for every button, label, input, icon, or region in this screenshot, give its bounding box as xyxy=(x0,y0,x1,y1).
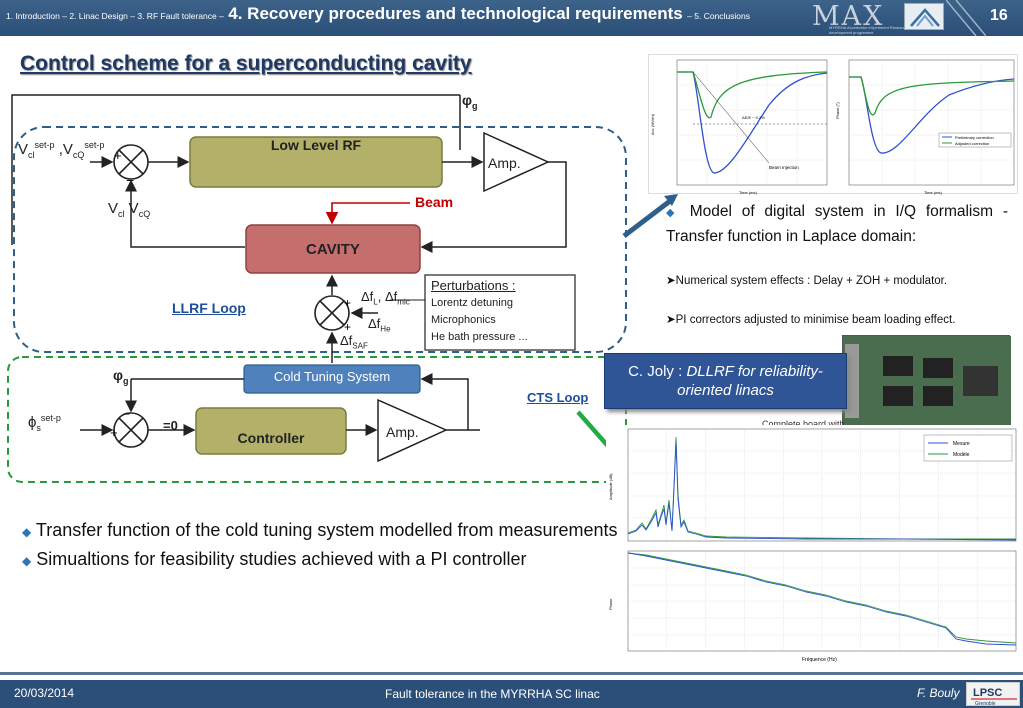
bode-xlabel: Fréquence (Hz) xyxy=(802,657,837,663)
legend-mesure: Mesure xyxy=(953,441,970,447)
slide-title: Control scheme for a superconducting cav… xyxy=(20,52,472,75)
delta-f-saf-label: ΔfSAF xyxy=(340,333,368,351)
phase-ylabel: Phase xyxy=(608,598,613,610)
phi-s-setpoint-label: ϕsset-p xyxy=(28,413,61,433)
phi-feedback-line xyxy=(11,94,460,245)
legend-preliminary: Preliminary correction xyxy=(955,135,994,140)
right-xlabel: Time (ms) xyxy=(924,190,943,195)
cavity-label: CAVITY xyxy=(306,241,360,258)
board-photo-svg xyxy=(843,336,1011,426)
sub-bullet-2: ➤PI correctors adjusted to minimise beam… xyxy=(666,314,956,326)
legend-modele: Modèle xyxy=(953,452,970,458)
sub-bullet-1: ➤Numerical system effects : Delay + ZOH … xyxy=(666,275,948,287)
left-ylabel: Acc (MV/m) xyxy=(650,113,655,135)
cavity-block[interactable] xyxy=(245,224,421,274)
left-xlabel: Time (ms) xyxy=(739,190,758,195)
diamond-bullet-icon: ◆ xyxy=(22,554,32,568)
footer-date: 20/03/2014 xyxy=(14,686,75,700)
model-bullet-text: Model of digital system in I/Q formalism… xyxy=(666,203,1008,245)
cts-loop-boundary xyxy=(7,356,627,483)
llrf-loop-label: LLRF Loop xyxy=(172,300,246,316)
svg-text:+: + xyxy=(114,148,122,163)
setpoint-label: Vclset-p ,VcQset-p xyxy=(18,140,105,160)
svg-text:+: + xyxy=(110,425,118,440)
header-bar: 1. Introduction – 2. Linac Design – 3. R… xyxy=(0,0,1023,36)
callout-author: C. Joly : xyxy=(628,363,687,380)
bode-legend xyxy=(923,434,1013,462)
legend-adjusted: Adjusted correction xyxy=(955,141,989,146)
lpsc-logo-icon: LPSC Grenoble xyxy=(971,687,1017,707)
amplifier-llrf xyxy=(483,131,550,193)
phi-g-label-top: φg xyxy=(462,92,478,111)
model-description: ◆ Model of digital system in I/Q formali… xyxy=(666,200,1008,248)
institute-logo-icon xyxy=(907,6,943,29)
cts-loop-label: CTS Loop xyxy=(527,390,589,405)
institute-logo xyxy=(904,3,944,30)
phi-g-label-bottom: φg xyxy=(113,367,129,386)
cavity-transient-plots-svg: ΔE/E ~ 0.2% Beam Injection Acc (MV/m) Ti… xyxy=(650,59,1015,195)
controller-label: Controller xyxy=(237,430,305,446)
arrow-bullet-icon: ➤ xyxy=(666,275,676,287)
nav-suffix[interactable]: – 5. Conclusions xyxy=(687,11,751,21)
diamond-bullet-icon: ◆ xyxy=(22,525,32,539)
bottom-bullet-2: ◆ Simualtions for feasibility studies ac… xyxy=(22,549,527,569)
footer-author: F. Bouly xyxy=(917,686,960,700)
amp-label-cts: Amp. xyxy=(386,424,419,440)
footer-bar: 20/03/2014 Fault tolerance in the MYRRHA… xyxy=(0,680,1023,708)
lpsc-logo: LPSC Grenoble xyxy=(966,682,1020,707)
svg-text:+: + xyxy=(344,320,351,334)
perturbation-item: Lorentz detuning xyxy=(431,297,513,309)
bottom-bullets: ◆ Transfer function of the cold tuning s… xyxy=(22,517,622,575)
cavity-transient-plots: ΔE/E ~ 0.2% Beam Injection Acc (MV/m) Ti… xyxy=(648,54,1018,195)
beam-injection-annotation: Beam Injection xyxy=(769,165,799,170)
bode-plots-svg: Amplitude (dB) Mesure Modèle Phase Fréqu… xyxy=(608,428,1017,663)
controller-block[interactable] xyxy=(195,407,347,455)
perturbations-title: Perturbations : xyxy=(431,278,516,293)
delta-e-annotation: ΔE/E ~ 0.2% xyxy=(742,115,765,120)
delta-f-he-label: ΔfHe xyxy=(368,316,391,334)
top-plot-legend xyxy=(938,132,1012,148)
beam-label: Beam xyxy=(415,194,454,210)
section-nav: 1. Introduction – 2. Linac Design – 3. R… xyxy=(6,4,750,24)
callout-title: DLLRF for reliability-oriented linacs xyxy=(677,363,823,399)
svg-text:−: − xyxy=(123,407,130,421)
header-decoration xyxy=(946,0,986,36)
perturbation-item: Microphonics xyxy=(431,314,496,326)
summing-junction-detuning: + + xyxy=(314,295,351,334)
page-number: 16 xyxy=(990,7,1008,24)
diamond-bullet-icon: ◆ xyxy=(666,207,680,219)
svg-text:+: + xyxy=(344,296,351,310)
arrow-bullet-icon: ➤ xyxy=(666,314,676,326)
max-logo-subtitle: MYRRHA Accelerator eXperiment Research &… xyxy=(829,25,911,35)
nav-current-section[interactable]: 4. Recovery procedures and technological… xyxy=(228,4,683,23)
nav-prefix[interactable]: 1. Introduction – 2. Linac Design – 3. R… xyxy=(6,11,224,21)
pointer-arrow-blue xyxy=(622,194,678,238)
low-level-rf-label: Low Level RF xyxy=(270,137,362,153)
cold-tuning-label: Cold Tuning System xyxy=(273,369,391,384)
board-caption: Complete board with xyxy=(762,419,845,429)
svg-text:Grenoble: Grenoble xyxy=(975,701,996,707)
footer-title: Fault tolerance in the MYRRHA SC linac xyxy=(385,687,600,701)
amp-label-llrf: Amp. xyxy=(488,155,521,171)
amplifier-cts xyxy=(377,398,448,463)
footer-separator xyxy=(0,672,1023,675)
dllrf-board-photo xyxy=(842,335,1011,426)
right-ylabel: Phase (°) xyxy=(835,102,840,119)
bottom-bullet-1: ◆ Transfer function of the cold tuning s… xyxy=(22,520,618,540)
vcl-vcq-label: Vcl VcQ xyxy=(108,200,151,219)
perturbation-item: He bath pressure ... xyxy=(431,331,528,343)
control-diagram: + − + + xyxy=(7,94,627,483)
max-logo: MAX xyxy=(812,1,885,32)
delta-f-lorentz-label: ΔfL, Δfmic xyxy=(361,289,410,307)
amp-ylabel: Amplitude (dB) xyxy=(608,473,613,500)
reference-callout[interactable]: C. Joly : DLLRF for reliability-oriented… xyxy=(604,353,847,409)
svg-text:LPSC: LPSC xyxy=(973,687,1002,699)
perturbations-box xyxy=(424,274,576,351)
cts-transfer-function-plots: Amplitude (dB) Mesure Modèle Phase Fréqu… xyxy=(606,425,1020,665)
llrf-loop-boundary xyxy=(13,126,627,353)
svg-text:−: − xyxy=(126,172,134,188)
summing-junction-cts: − + xyxy=(110,407,149,448)
equals-zero-label: =0 xyxy=(163,418,178,433)
